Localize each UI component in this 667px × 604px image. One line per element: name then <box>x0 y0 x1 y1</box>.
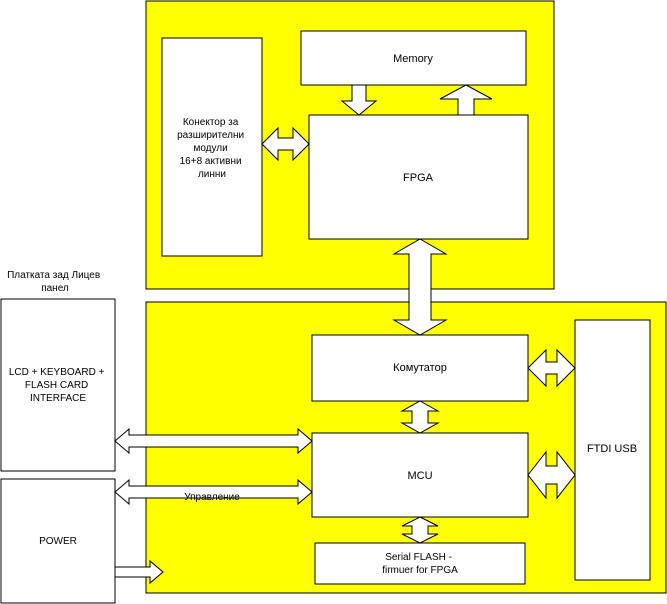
memory-block <box>300 30 527 86</box>
memory-to-fpga-arrow <box>340 84 378 116</box>
control-mcu-double-arrow <box>114 478 313 506</box>
serial-flash-line-1: Serial FLASH - <box>385 552 452 563</box>
connector-label-line-3: модули <box>193 143 227 154</box>
connector-fpga-double-arrow <box>261 126 310 162</box>
svg-text:Serial FLASH - firmuer for: Serial FLASH - firmuer for FPGA <box>382 552 458 576</box>
fpga-block <box>308 114 529 240</box>
komutator-label: Комутатор <box>393 362 447 374</box>
mcu-block <box>311 432 529 518</box>
ftdi-usb-label: FTDI USB <box>587 443 637 455</box>
lcd-label-line-2: FLASH CARD <box>25 380 88 391</box>
komutator-mcu-double-arrow <box>400 400 440 434</box>
mcu-ftdi-double-arrow <box>527 450 576 500</box>
power-block <box>0 478 116 604</box>
lcd-label-line-1: LCD + KEYBOARD + <box>9 367 105 378</box>
connector-label-line-5: линни <box>198 169 226 180</box>
svg-text:LCD + KEYBOARD + FLASH CAR: LCD + KEYBOARD + FLASH CARD INTERFACE <box>9 367 107 404</box>
lcd-label-line-3: INTERFACE <box>30 393 86 404</box>
connector-label-line-2: разширителни <box>177 130 244 141</box>
mcu-flash-double-arrow <box>401 516 439 544</box>
control-label: Управление <box>184 492 240 503</box>
front-panel-caption-line-2: панел <box>41 283 69 294</box>
connector-label-line-4: 16+8 активни <box>180 156 242 167</box>
komutator-block <box>311 334 529 402</box>
power-label: POWER <box>39 536 77 547</box>
lcd-keyboard-block <box>0 298 116 472</box>
front-panel-caption-line-1: Платката зад Лицев <box>7 270 100 281</box>
lcd-mcu-double-arrow <box>114 427 313 455</box>
power-arrow <box>114 559 164 585</box>
mcu-label: MCU <box>407 470 432 482</box>
svg-text:Платката зад Лицев панел: Платката зад Лицев панел <box>7 270 103 294</box>
komutator-ftdi-double-arrow <box>527 348 576 388</box>
serial-flash-block <box>314 542 526 585</box>
fpga-to-memory-arrow <box>439 84 493 116</box>
memory-label: Memory <box>393 53 433 65</box>
connector-label-line-1: Конектор за <box>183 117 239 128</box>
serial-flash-line-2: firmuer for FPGA <box>382 565 458 576</box>
expansion-connector-block <box>161 37 263 257</box>
fpga-label: FPGA <box>403 172 434 184</box>
svg-text:Конектор за разширителни: Конектор за разширителни модули 16+8 акт… <box>177 117 247 180</box>
ftdi-usb-block <box>574 319 651 581</box>
